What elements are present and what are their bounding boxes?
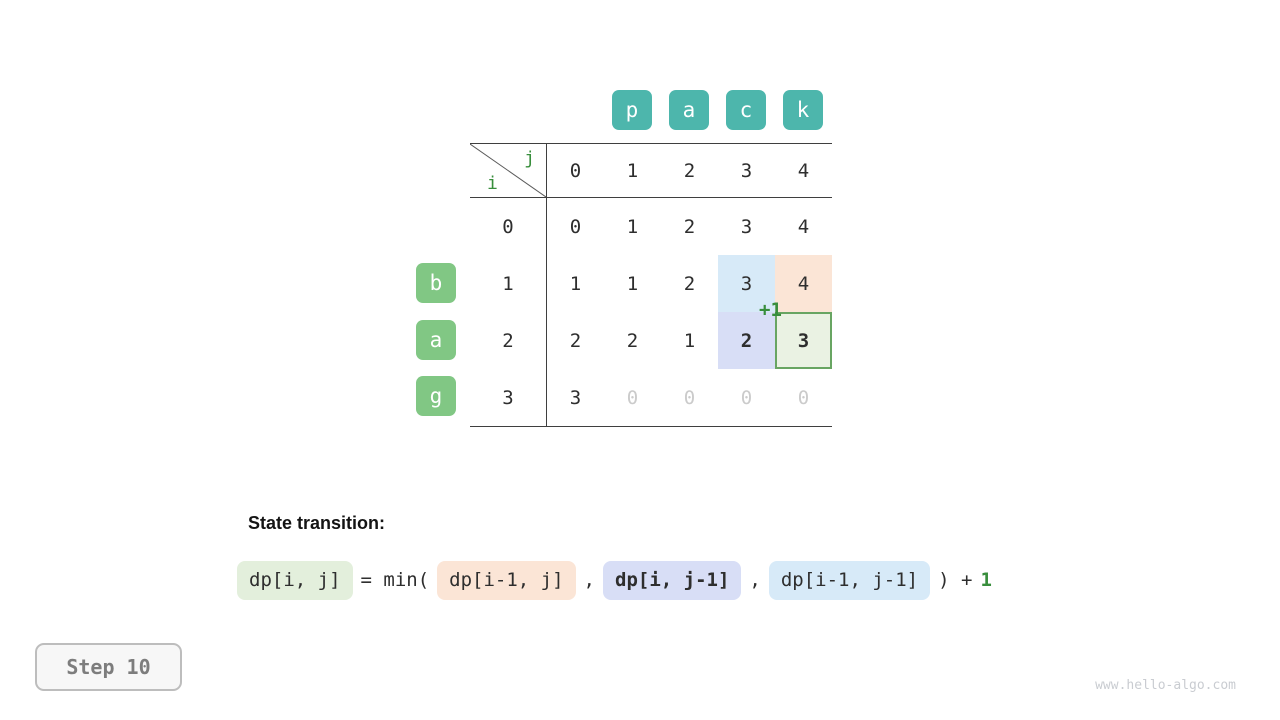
dp-cell: 1 bbox=[569, 272, 582, 295]
diagonal-line bbox=[470, 144, 546, 197]
source-char-chip-g: g bbox=[416, 376, 456, 416]
dp-cell-uncomputed: 0 bbox=[797, 386, 810, 409]
col-header: 1 bbox=[604, 144, 661, 198]
dp-cell: 1 bbox=[626, 215, 639, 238]
plus-one-annotation: +1 bbox=[759, 299, 782, 321]
chip-label: a bbox=[429, 328, 443, 352]
target-char-chip-k: k bbox=[783, 90, 823, 130]
target-char-chip-a: a bbox=[669, 90, 709, 130]
dp-cell-left-source-min: 2 bbox=[718, 312, 775, 369]
state-transition-heading: State transition: bbox=[248, 513, 386, 533]
chip-label: p bbox=[625, 98, 639, 122]
target-char-chip-c: c bbox=[726, 90, 766, 130]
row-index: 2 bbox=[470, 312, 547, 369]
row-index: 3 bbox=[470, 369, 547, 426]
j-axis-label: j bbox=[524, 148, 535, 169]
formula-comma: , bbox=[583, 569, 595, 591]
formula-chip-result: dp[i, j] bbox=[237, 561, 353, 600]
axis-corner-cell: j i bbox=[470, 144, 547, 198]
dp-cell-current: 3 bbox=[775, 312, 832, 369]
chip-label: a bbox=[682, 98, 696, 122]
formula-close-paren: ) + bbox=[938, 569, 973, 591]
dp-cell-diagonal-source: 3 bbox=[718, 255, 775, 312]
dp-cell: 1 bbox=[683, 329, 696, 352]
source-char-chip-b: b bbox=[416, 263, 456, 303]
dp-cell-uncomputed: 0 bbox=[740, 386, 753, 409]
col-header: 0 bbox=[547, 144, 604, 198]
state-transition-formula: dp[i, j] = min( dp[i-1, j] , dp[i, j-1] … bbox=[237, 561, 992, 600]
dp-cell: 3 bbox=[740, 215, 753, 238]
dp-cell: 2 bbox=[626, 329, 639, 352]
col-header: 2 bbox=[661, 144, 718, 198]
col-header: 4 bbox=[775, 144, 832, 198]
dp-cell: 2 bbox=[569, 329, 582, 352]
chip-label: k bbox=[796, 98, 810, 122]
dp-table: j i 0 1 2 3 4 0 0 1 2 3 4 1 1 1 2 3 4 2 … bbox=[470, 143, 832, 427]
watermark: www.hello-algo.com bbox=[1095, 678, 1236, 693]
dp-cell-uncomputed: 0 bbox=[683, 386, 696, 409]
step-indicator: Step 10 bbox=[35, 643, 182, 691]
dp-cell: 3 bbox=[569, 386, 582, 409]
formula-increment: 1 bbox=[980, 569, 992, 591]
i-axis-label: i bbox=[487, 173, 498, 194]
formula-equals-min: = min( bbox=[360, 569, 430, 591]
dp-cell-uncomputed: 0 bbox=[626, 386, 639, 409]
chip-label: c bbox=[739, 98, 753, 122]
step-label: Step 10 bbox=[66, 655, 151, 679]
row-index: 0 bbox=[470, 198, 547, 255]
dp-cell: 1 bbox=[626, 272, 639, 295]
dp-cell: 2 bbox=[683, 272, 696, 295]
chip-label: b bbox=[429, 271, 443, 295]
dp-cell-up-source: 4 bbox=[775, 255, 832, 312]
dp-cell: 4 bbox=[797, 215, 810, 238]
chip-label: g bbox=[429, 384, 443, 408]
dp-cell: 0 bbox=[569, 215, 582, 238]
formula-comma: , bbox=[749, 569, 761, 591]
dp-cell: 2 bbox=[683, 215, 696, 238]
target-char-chip-p: p bbox=[612, 90, 652, 130]
row-index: 1 bbox=[470, 255, 547, 312]
formula-chip-left-min: dp[i, j-1] bbox=[603, 561, 742, 600]
formula-chip-up: dp[i-1, j] bbox=[437, 561, 576, 600]
source-char-chip-a: a bbox=[416, 320, 456, 360]
col-header: 3 bbox=[718, 144, 775, 198]
formula-chip-diagonal: dp[i-1, j-1] bbox=[768, 561, 931, 600]
